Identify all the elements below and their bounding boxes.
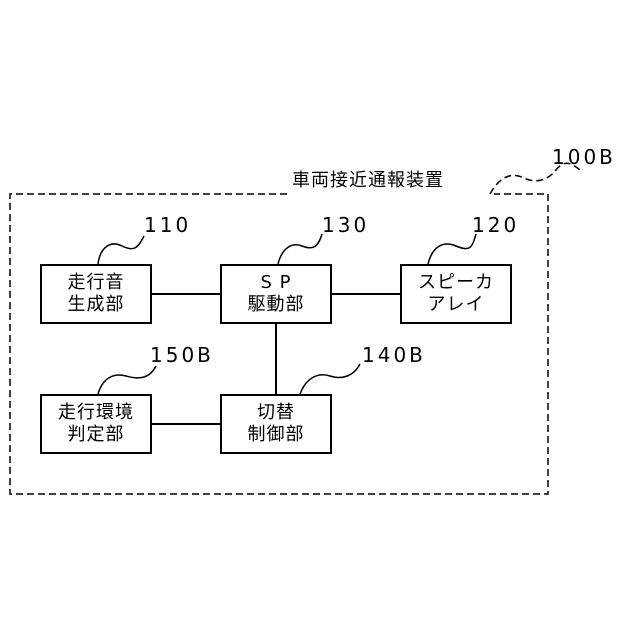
leader-130	[278, 234, 322, 264]
leader-150b	[98, 366, 156, 394]
sound-generator-ref: 110	[144, 214, 191, 236]
speaker-array-block: スピーカ アレイ	[400, 264, 512, 324]
environment-judge-ref: 150B	[150, 344, 214, 366]
sp-drive-line2: 駆動部	[248, 294, 305, 316]
sound-generator-line2: 生成部	[68, 294, 125, 316]
sound-generator-block: 走行音 生成部	[40, 264, 152, 324]
switch-control-line1: 切替	[257, 402, 295, 424]
leader-110	[98, 236, 144, 264]
device-title: 車両接近通報装置	[292, 170, 444, 192]
switch-control-ref: 140B	[362, 344, 426, 366]
switch-control-line2: 制御部	[248, 424, 305, 446]
switch-control-block: 切替 制御部	[220, 394, 332, 454]
speaker-array-line2: アレイ	[428, 294, 485, 316]
leader-140b	[300, 364, 360, 394]
device-ref-label: 100B	[552, 146, 616, 168]
environment-judge-line1: 走行環境	[58, 402, 134, 424]
environment-judge-line2: 判定部	[68, 424, 125, 446]
sp-drive-block: S P 駆動部	[220, 264, 332, 324]
sp-drive-line1: S P	[260, 272, 291, 294]
sound-generator-line1: 走行音	[68, 272, 125, 294]
leader-120	[428, 234, 476, 264]
speaker-array-ref: 120	[472, 214, 519, 236]
speaker-array-line1: スピーカ	[418, 272, 494, 294]
sp-drive-ref: 130	[322, 214, 369, 236]
environment-judge-block: 走行環境 判定部	[40, 394, 152, 454]
